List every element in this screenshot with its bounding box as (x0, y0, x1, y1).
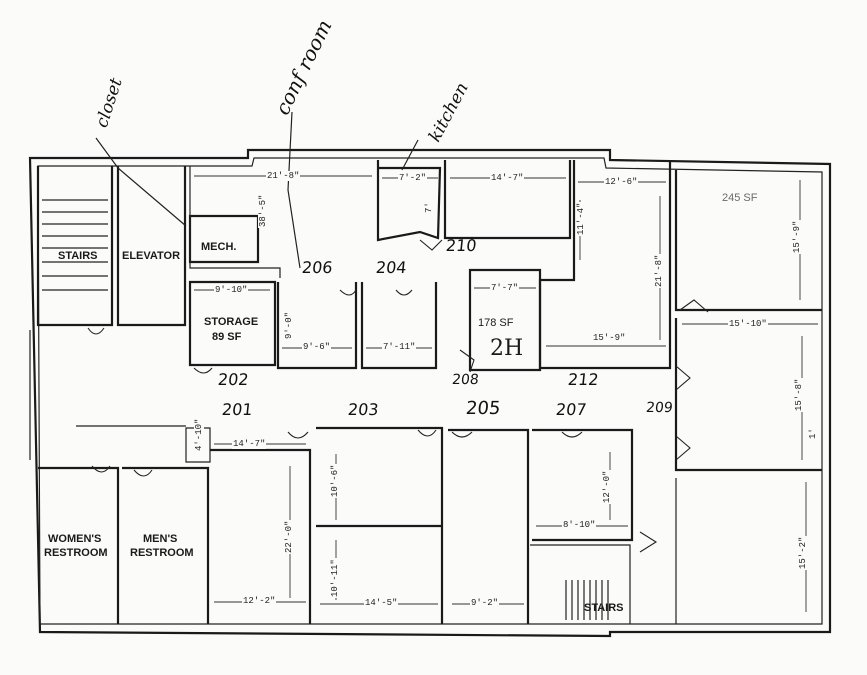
stairs-wall (36, 166, 114, 327)
dim-kitchen-depth: 7' (424, 201, 434, 214)
storage-label: STORAGE (204, 316, 259, 328)
dim-201-width: 14'-7" (232, 439, 267, 449)
dim-201-depth: 22'-0" (284, 519, 294, 554)
room-number-212: 212 (567, 370, 600, 389)
mech-wall (188, 214, 260, 264)
room-number-208: 208 (451, 372, 480, 388)
dim-storage-width: 9'-10" (214, 285, 249, 295)
dim-207-depth: 12'-0" (602, 469, 612, 504)
stairs-right-label: STAIRS (584, 602, 624, 614)
stairs-right-treads (565, 580, 609, 620)
room-203-wall (316, 426, 444, 624)
room-205-wall (448, 428, 530, 624)
dim-conf-depth: 38'-5" (258, 193, 268, 228)
room-210-wall (443, 160, 572, 240)
dim-204-width: 7'-11" (382, 342, 417, 352)
room-201-wall (210, 448, 312, 624)
suite-mid-right-wall (674, 318, 822, 472)
dim-206-depth: 9'-0" (284, 310, 294, 340)
dim-205-bottom: 9'-2" (470, 598, 500, 608)
mech-label: MECH. (201, 241, 237, 253)
dim-kitchen-width: 7'-2" (398, 173, 428, 183)
room-204-wall (360, 282, 438, 370)
womens-restroom-label: RESTROOM (44, 547, 108, 559)
room-206-wall (276, 282, 358, 370)
suite-2h-label: 2H (490, 336, 524, 361)
dim-suite-top-depth: 15'-9" (792, 219, 802, 254)
outer-wall-inner (37, 157, 823, 625)
dim-201-bottom: 12'-2" (242, 596, 277, 606)
dim-1ft: 1' (808, 427, 818, 440)
dim-203-bottom: 14'-5" (364, 598, 399, 608)
room-2h-wall (468, 268, 542, 372)
mens-wall (122, 466, 210, 624)
kitchen-wall (376, 160, 442, 242)
faded-area-label: 245 SF (722, 192, 758, 204)
dim-210-width: 14'-7" (490, 173, 525, 183)
stairs-left-label: STAIRS (58, 250, 98, 262)
storage-area-label: 89 SF (212, 331, 242, 343)
elevator-label: ELEVATOR (122, 250, 181, 262)
dim-203-top-depth: 10'-6" (330, 463, 340, 498)
room-number-201: 201 (221, 400, 254, 419)
outer-wall (28, 148, 832, 638)
room-number-206: 206 (301, 258, 334, 277)
womens-label: WOMEN'S (48, 533, 102, 545)
suite-area-label: 178 SF (478, 317, 514, 329)
dim-suite-right-width: 15'-10" (728, 319, 768, 329)
conf-room-wall (189, 166, 281, 278)
dim-212-width: 12'-6" (604, 177, 639, 187)
dim-2h-width: 7'-7" (490, 283, 520, 293)
room-number-210: 210 (445, 236, 478, 255)
dim-small-closet: 4'-10" (194, 417, 204, 452)
dim-conf-width: 21'-8" (266, 171, 301, 181)
room-number-204: 204 (375, 258, 408, 277)
room-number-205: 205 (464, 398, 502, 419)
mens-label: MEN'S (143, 533, 178, 545)
room-number-209: 209 (645, 400, 674, 416)
stairs-right-wall (530, 544, 631, 624)
dim-suite-mid-depth: 15'-8" (794, 377, 804, 412)
suite-top-right-wall (674, 170, 822, 312)
door-swings (87, 239, 709, 553)
dim-207-width: 8'-10" (562, 520, 597, 530)
dim-212-depth: 15'-9" (592, 333, 627, 343)
dim-212-height: 21'-8" (654, 253, 664, 288)
annotation-pointers (95, 111, 419, 269)
storage-wall (188, 280, 277, 367)
dim-suite-bottom-depth: 15'-2" (798, 535, 808, 570)
stair-treads (42, 199, 108, 291)
dim-210-depth: 11'-4" (576, 201, 586, 236)
womens-wall (38, 466, 120, 624)
dim-206-width: 9'-6" (302, 342, 332, 352)
room-207-wall (532, 428, 634, 542)
room-number-203: 203 (347, 400, 380, 419)
dim-203-bottom-depth: 10'-11" (330, 558, 340, 598)
elevator-wall (116, 166, 187, 327)
room-number-207: 207 (555, 400, 588, 419)
mens-restroom-label: RESTROOM (130, 547, 194, 559)
room-number-202: 202 (217, 370, 250, 389)
